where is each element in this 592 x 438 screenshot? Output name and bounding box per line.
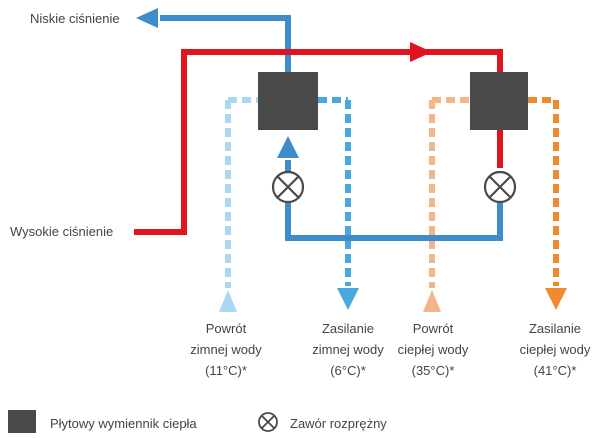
svg-text:Powrót: Powrót xyxy=(206,321,247,336)
svg-text:Zasilanie: Zasilanie xyxy=(529,321,581,336)
heat-exchanger-evaporator xyxy=(258,72,318,130)
warm-return-label: Powrót ciepłej wody (35°C)* xyxy=(398,321,469,378)
expansion-valve-icon xyxy=(271,170,305,204)
svg-text:zimnej wody: zimnej wody xyxy=(312,342,384,357)
svg-text:(6°C)*: (6°C)* xyxy=(330,363,366,378)
svg-text:ciepłej wody: ciepłej wody xyxy=(520,342,591,357)
cold-supply-label: Zasilanie zimnej wody (6°C)* xyxy=(312,321,384,378)
high-pressure-arrow-right xyxy=(410,42,432,62)
warm-return-line xyxy=(423,97,470,312)
svg-text:Zasilanie: Zasilanie xyxy=(322,321,374,336)
svg-text:ciepłej wody: ciepłej wody xyxy=(398,342,469,357)
heat-exchanger-condenser xyxy=(470,72,528,130)
high-pressure-label: Wysokie ciśnienie xyxy=(10,224,113,239)
svg-text:(11°C)*: (11°C)* xyxy=(205,363,247,378)
warm-supply-arrow-down xyxy=(545,288,567,310)
low-pressure-arrow-left xyxy=(136,8,158,28)
cold-supply-arrow-down xyxy=(337,288,359,310)
warm-supply-label: Zasilanie ciepłej wody (41°C)* xyxy=(520,321,591,378)
svg-text:zimnej wody: zimnej wody xyxy=(190,342,262,357)
warm-return-arrow-up xyxy=(423,290,441,312)
legend: Płytowy wymiennik ciepła Zawór rozprężny xyxy=(8,410,387,434)
low-pressure-arrow-up xyxy=(277,136,299,158)
legend-expansion-valve-icon xyxy=(258,412,278,432)
svg-text:(35°C)*: (35°C)* xyxy=(412,363,455,378)
expansion-valve-icon xyxy=(483,170,517,204)
legend-heat-exchanger-label: Płytowy wymiennik ciepła xyxy=(50,416,197,431)
legend-expansion-valve-label: Zawór rozprężny xyxy=(290,416,387,431)
cold-supply-line xyxy=(318,97,359,310)
legend-heat-exchanger-swatch xyxy=(8,410,36,434)
warm-supply-line xyxy=(528,97,567,310)
low-pressure-label: Niskie ciśnienie xyxy=(30,11,120,26)
cold-return-arrow-up xyxy=(219,290,237,312)
svg-text:Powrót: Powrót xyxy=(413,321,454,336)
high-pressure-line xyxy=(134,49,503,235)
cold-return-line xyxy=(219,97,258,312)
cold-return-label: Powrót zimnej wody (11°C)* xyxy=(190,321,262,378)
svg-text:(41°C)*: (41°C)* xyxy=(534,363,577,378)
